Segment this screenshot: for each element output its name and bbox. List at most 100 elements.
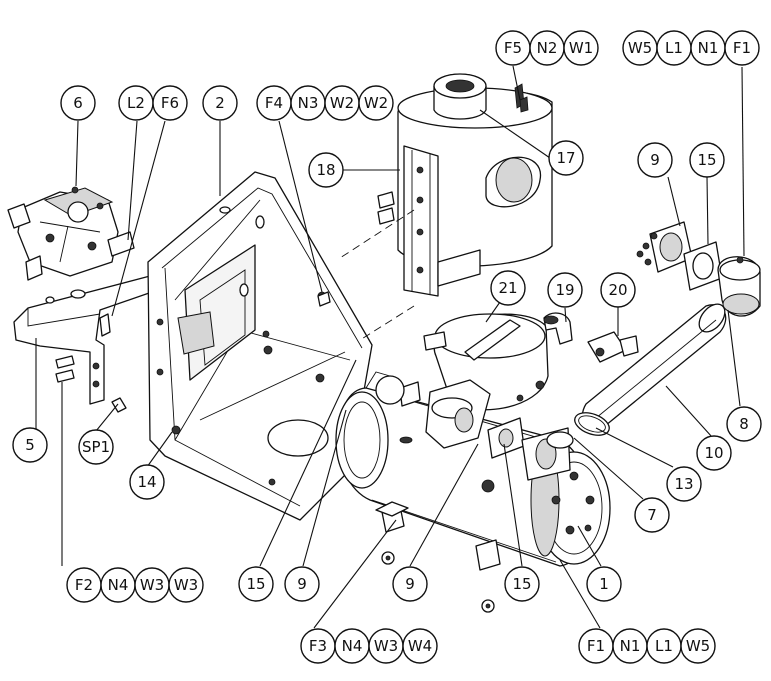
balloon-13: 13 — [666, 466, 702, 502]
balloon-10-label: 10 — [704, 444, 723, 462]
upper-tank-part — [377, 73, 553, 297]
elbow-pipe-part — [717, 256, 761, 317]
balloon-1-label: 1 — [599, 575, 609, 593]
balloon-15: 15 — [238, 566, 274, 602]
balloon-F3-label: F3 — [309, 637, 327, 655]
balloon-N3: N3 — [290, 85, 326, 121]
balloon-21: 21 — [490, 270, 526, 306]
balloon-15-label: 15 — [697, 151, 716, 169]
balloon-N3-label: N3 — [298, 94, 319, 112]
balloon-F1: F1 — [578, 628, 614, 664]
balloon-W5-label: W5 — [628, 39, 652, 57]
elbow-fitting-part — [543, 312, 573, 345]
balloon-N1: N1 — [612, 628, 648, 664]
fasteners-group — [111, 96, 529, 413]
valve-fitting-part — [587, 331, 639, 363]
balloon-N1-label: N1 — [698, 39, 719, 57]
balloon-20: 20 — [600, 272, 636, 308]
balloon-2-label: 2 — [215, 94, 225, 112]
balloon-L1-label: L1 — [655, 637, 673, 655]
balloon-W3-label: W3 — [140, 576, 164, 594]
balloon-19: 19 — [547, 272, 583, 308]
clamp-ring-part — [574, 412, 610, 436]
balloon-5-label: 5 — [25, 436, 35, 454]
balloon-9: 9 — [284, 566, 320, 602]
balloon-W1: W1 — [563, 30, 599, 66]
balloon-W4-label: W4 — [408, 637, 432, 655]
balloon-9: 9 — [637, 142, 673, 178]
balloon-L1: L1 — [656, 30, 692, 66]
balloon-19-label: 19 — [555, 281, 574, 299]
balloon-9-label: 9 — [297, 575, 307, 593]
balloon-L1: L1 — [646, 628, 682, 664]
balloon-W3: W3 — [134, 567, 170, 603]
balloon-W3: W3 — [168, 567, 204, 603]
balloon-21-label: 21 — [498, 279, 517, 297]
tail-pipe-part — [581, 303, 727, 434]
balloon-7-label: 7 — [647, 506, 657, 524]
balloon-F6-label: F6 — [161, 94, 179, 112]
balloon-SP1: SP1 — [78, 429, 114, 465]
balloon-F6: F6 — [152, 85, 188, 121]
balloon-8: 8 — [726, 406, 762, 442]
balloon-F1: F1 — [724, 30, 760, 66]
balloon-10: 10 — [696, 435, 732, 471]
balloon-F5: F5 — [495, 30, 531, 66]
balloon-15: 15 — [504, 566, 540, 602]
balloon-18-label: 18 — [316, 161, 335, 179]
balloon-W5-label: W5 — [686, 637, 710, 655]
balloon-F4: F4 — [256, 85, 292, 121]
balloon-17: 17 — [548, 140, 584, 176]
balloon-N4: N4 — [100, 567, 136, 603]
balloon-W4: W4 — [402, 628, 438, 664]
balloon-7: 7 — [634, 497, 670, 533]
balloon-15-label: 15 — [512, 575, 531, 593]
balloon-13-label: 13 — [674, 475, 693, 493]
balloon-5: 5 — [12, 427, 48, 463]
balloon-14: 14 — [129, 464, 165, 500]
balloon-L2-label: L2 — [127, 94, 145, 112]
balloon-18: 18 — [308, 152, 344, 188]
mounting-bracket-part — [13, 275, 153, 405]
balloon-N4-label: N4 — [342, 637, 363, 655]
balloon-8-label: 8 — [739, 415, 749, 433]
balloon-W3-label: W3 — [174, 576, 198, 594]
balloon-17-label: 17 — [556, 149, 575, 167]
balloon-14-label: 14 — [137, 473, 156, 491]
balloon-9: 9 — [392, 566, 428, 602]
main-frame-part — [147, 171, 373, 521]
balloon-N1-label: N1 — [620, 637, 641, 655]
balloon-9-label: 9 — [405, 575, 415, 593]
balloon-1: 1 — [586, 566, 622, 602]
balloon-F4-label: F4 — [265, 94, 283, 112]
balloon-F1-label: F1 — [587, 637, 605, 655]
balloon-W5: W5 — [622, 30, 658, 66]
balloon-W3-label: W3 — [374, 637, 398, 655]
balloon-20-label: 20 — [608, 281, 627, 299]
leader-lines — [35, 65, 745, 629]
balloon-L2: L2 — [118, 85, 154, 121]
balloon-15: 15 — [689, 142, 725, 178]
balloon-N4-label: N4 — [108, 576, 129, 594]
gasket-part — [683, 241, 723, 291]
balloon-2: 2 — [202, 85, 238, 121]
balloon-F2: F2 — [66, 567, 102, 603]
balloon-L1-label: L1 — [665, 39, 683, 57]
balloon-6-label: 6 — [73, 94, 83, 112]
balloon-N2-label: N2 — [537, 39, 558, 57]
balloon-N1: N1 — [690, 30, 726, 66]
balloon-N4: N4 — [334, 628, 370, 664]
balloon-F5-label: F5 — [504, 39, 522, 57]
balloon-W2-label: W2 — [364, 94, 388, 112]
balloon-15-label: 15 — [246, 575, 265, 593]
balloon-9-label: 9 — [650, 151, 660, 169]
balloon-W3: W3 — [368, 628, 404, 664]
balloon-F1-label: F1 — [733, 39, 751, 57]
balloon-W2: W2 — [358, 85, 394, 121]
gearbox-part — [7, 186, 135, 281]
muffler-body-part — [335, 371, 611, 613]
balloon-6: 6 — [60, 85, 96, 121]
balloon-SP1-label: SP1 — [82, 438, 110, 456]
balloon-W5: W5 — [680, 628, 716, 664]
